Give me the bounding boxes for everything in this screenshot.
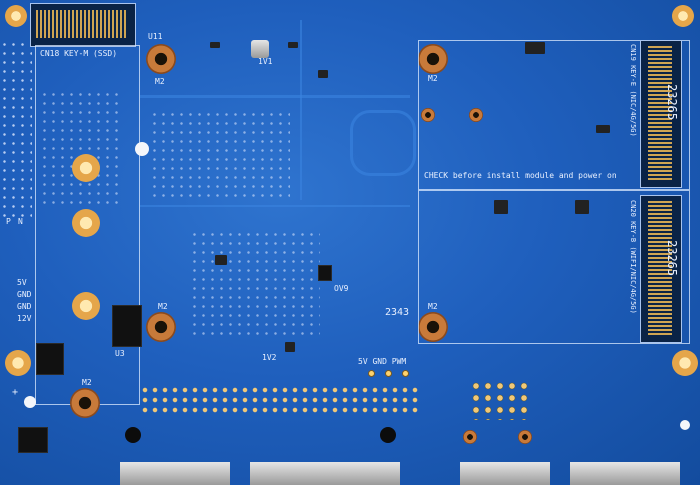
trace	[140, 95, 410, 98]
smd-component	[318, 70, 328, 78]
fan-pin	[368, 370, 375, 377]
via-field	[150, 110, 290, 200]
edge-connector	[250, 462, 400, 485]
plus-label: +	[12, 387, 19, 398]
slot-code-top: 23265	[665, 84, 679, 121]
slot-code-bottom: 23265	[665, 240, 679, 277]
small-hole	[469, 108, 483, 122]
dark-hole	[380, 427, 396, 443]
smd-component	[215, 255, 227, 265]
trace	[300, 20, 302, 200]
pwr-gnd-label: GND	[17, 302, 32, 311]
smd-component	[285, 342, 295, 352]
pn-n-label: N	[18, 217, 23, 226]
m2-label: M2	[428, 302, 438, 311]
module-outline-top	[418, 40, 690, 190]
smd-component	[288, 42, 298, 48]
v2-label: 1V2	[262, 353, 277, 362]
via-field	[40, 90, 120, 210]
chip-bottom-left	[18, 427, 48, 453]
mount-hole-center-left	[146, 312, 176, 342]
u3-label: U3	[115, 349, 125, 358]
slot-bottom-label: CN20 KEY-B (WIFI/NIC/4G/5G)	[629, 200, 637, 314]
smd-component	[494, 200, 508, 214]
check-note: CHECK before install module and power on	[424, 171, 617, 180]
m2-label: M2	[158, 302, 168, 311]
gold-pad	[672, 5, 694, 27]
m2-label: M2	[82, 378, 92, 387]
fan-pin	[402, 370, 409, 377]
dark-hole	[125, 427, 141, 443]
inductor	[251, 40, 269, 58]
u11-label: U11	[148, 32, 163, 41]
chip-u3	[112, 305, 142, 347]
gold-pad	[72, 154, 100, 182]
pwr-5v-label: 5V	[17, 278, 27, 287]
code-2343: 2343	[385, 307, 410, 318]
gold-pad	[72, 292, 100, 320]
small-hole	[421, 108, 435, 122]
smd-component	[596, 125, 610, 133]
smd-component	[575, 200, 589, 214]
edge-connector	[570, 462, 680, 485]
connector-pins-right	[470, 380, 530, 420]
pn-p-label: P	[6, 217, 11, 226]
ov9-label: OV9	[334, 284, 349, 293]
m2-label: M2	[428, 74, 438, 83]
smd-component	[210, 42, 220, 48]
m2-slot-bottom-pins	[648, 201, 672, 335]
edge-connector	[460, 462, 550, 485]
gold-pad	[5, 350, 31, 376]
ssd-slot-pins	[36, 10, 128, 38]
mount-hole-top-left	[146, 44, 176, 74]
chip-ov9	[318, 265, 332, 281]
slot-top-label: CN19 KEY-E (NIC/4G/5G)	[629, 44, 637, 137]
chip-power	[36, 343, 64, 375]
mount-hole-top-right	[418, 44, 448, 74]
trace	[140, 205, 410, 207]
pwr-gnd-label: GND	[17, 290, 32, 299]
via-field	[190, 230, 320, 340]
mount-hole-bottom-left	[70, 388, 100, 418]
m2-slot-top-pins	[648, 46, 672, 180]
fiducial	[24, 396, 36, 408]
small-hole	[518, 430, 532, 444]
header-pins-bottom	[140, 385, 420, 415]
gold-pad	[672, 350, 698, 376]
fan-pin	[385, 370, 392, 377]
gold-pad	[5, 5, 27, 27]
fiducial	[135, 142, 149, 156]
fan-header-label: 5V GND PWM	[358, 357, 407, 366]
edge-connector	[120, 462, 230, 485]
fiducial	[680, 420, 690, 430]
smd-component	[525, 42, 545, 54]
small-hole	[463, 430, 477, 444]
via-field	[0, 40, 32, 220]
v1-label: 1V1	[258, 57, 273, 66]
gold-pad	[72, 209, 100, 237]
pwr-12v-label: 12V	[17, 314, 32, 323]
ssd-slot-label: CN18 KEY-M (SSD)	[40, 49, 118, 58]
m2-label: M2	[155, 77, 165, 86]
trace	[350, 110, 416, 176]
mount-hole-center-right	[418, 312, 448, 342]
module-outline-bottom	[418, 190, 690, 344]
